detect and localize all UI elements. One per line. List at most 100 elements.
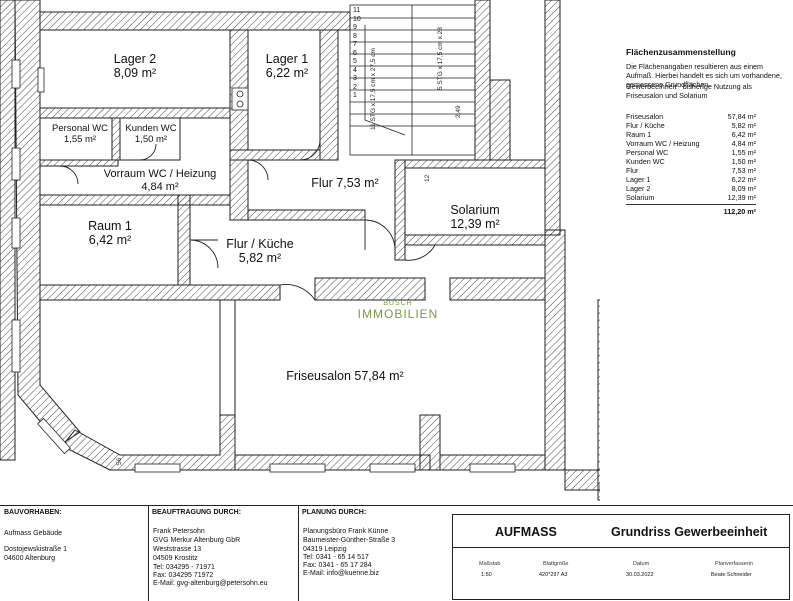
summary-note: Die Flächenangaben resultieren aus einem… bbox=[626, 62, 782, 89]
dimension-56: 56 bbox=[116, 457, 123, 465]
stair-dim-1: 2,49 bbox=[455, 105, 462, 118]
stair-number: 2 bbox=[353, 83, 357, 91]
row-value: 57,84 m² bbox=[727, 112, 756, 121]
beauftragung-line: Frank Petersohn bbox=[153, 528, 205, 535]
row-name: Lager 1 bbox=[626, 175, 651, 184]
row-value: 6,22 m² bbox=[731, 175, 756, 184]
bauvorhaben-heading: BAUVORHABEN: bbox=[4, 509, 62, 516]
summary-title: Flächenzusammenstellung bbox=[626, 47, 736, 57]
row-value: 4,84 m² bbox=[731, 139, 756, 148]
room-area: 6,42 m² bbox=[88, 233, 132, 248]
row-value: 7,53 m² bbox=[731, 166, 756, 175]
room-solarium: Solarium 12,39 m² bbox=[430, 203, 520, 232]
blatt-value: 420*297 A3 bbox=[539, 572, 568, 578]
row-value: 8,09 m² bbox=[731, 184, 756, 193]
room-name: Kunden WC bbox=[125, 123, 177, 134]
bauvorhaben-line: Aufmass Gebäude bbox=[4, 530, 62, 537]
room-name: Raum 1 bbox=[88, 219, 132, 233]
stair-number: 4 bbox=[353, 66, 357, 74]
room-flur-kueche: Flur / Küche 5,82 m² bbox=[210, 237, 310, 266]
beauftragung-line: Weststrasse 13 bbox=[153, 546, 202, 553]
room-name: Lager 2 bbox=[113, 52, 157, 66]
beauftragung-line: E-Mail: gvg-altenburg@petersohn.eu bbox=[153, 580, 268, 587]
summary-row: Personal WC 1,55 m² bbox=[626, 148, 756, 157]
room-name: Vorraum WC / Heizung bbox=[103, 168, 217, 180]
room-area: 8,09 m² bbox=[113, 66, 157, 81]
row-name: Lager 2 bbox=[626, 184, 651, 193]
massstab-heading: Maßstab bbox=[479, 561, 501, 567]
room-raum1: Raum 1 6,42 m² bbox=[75, 219, 145, 248]
planung-heading: PLANUNG DURCH: bbox=[302, 509, 367, 516]
room-personal-wc: Personal WC 1,55 m² bbox=[44, 123, 116, 146]
stair-number: 9 bbox=[353, 24, 357, 31]
beauftragung-heading: BEAUFTRAGUNG DURCH: bbox=[152, 509, 242, 516]
stair-label-left: 11 STG x 17,5 cm x 27,5 cm bbox=[370, 48, 377, 130]
bauvorhaben-line: 04600 Altenburg bbox=[4, 555, 55, 562]
room-name: Solarium bbox=[450, 203, 500, 217]
row-value: 12,39 m² bbox=[727, 193, 756, 202]
plan-value: Beate Schneider bbox=[711, 572, 752, 578]
row-value: 1,50 m² bbox=[731, 157, 756, 166]
stair-number: 11 bbox=[353, 7, 361, 14]
beauftragung-line: Fax: 034295 71972 bbox=[153, 572, 214, 579]
summary-row: Kunden WC 1,50 m² bbox=[626, 157, 756, 166]
area-summary: Flächenzusammenstellung Die Flächenangab… bbox=[600, 0, 793, 505]
summary-row: Solarium 12,39 m² bbox=[626, 193, 756, 202]
room-vorraum: Vorraum WC / Heizung 4,84 m² bbox=[95, 168, 225, 193]
stamp-divider bbox=[453, 547, 789, 548]
massstab-value: 1:50 bbox=[481, 572, 492, 578]
stair-number: 7 bbox=[353, 41, 357, 48]
stamp-title: Grundriss Gewerbeeinheit bbox=[611, 525, 768, 539]
drawing-stamp: AUFMASS Grundriss Gewerbeeinheit Maßstab… bbox=[452, 514, 790, 600]
summary-subtitle: Gewerbeeinheit - bisherige Nutzung als F… bbox=[626, 82, 752, 100]
bauvorhaben-line: Dostojewskistraße 1 bbox=[4, 546, 68, 553]
row-name: Personal WC bbox=[626, 148, 669, 157]
beauftragung-line: 04509 Krostitz bbox=[153, 555, 198, 562]
stair-label-right: 5 STG x 17,5 cm x 28 bbox=[437, 27, 444, 90]
planung-line: Tel: 0341 - 65 14 517 bbox=[303, 554, 369, 561]
summary-row: Lager 1 6,22 m² bbox=[626, 175, 756, 184]
stair-number: 8 bbox=[353, 32, 357, 40]
room-name: Lager 1 bbox=[265, 52, 309, 66]
room-lager1: Lager 1 6,22 m² bbox=[252, 52, 322, 81]
row-name: Solarium bbox=[626, 193, 655, 202]
stair-number: 1 bbox=[353, 92, 357, 99]
watermark-bottom: IMMOBILIEN bbox=[357, 307, 439, 322]
room-name: Flur / Küche bbox=[226, 237, 294, 251]
stair-numbers: 11 10 9 8 7 6 5 4 3 2 1 bbox=[353, 7, 361, 101]
row-value: 5,82 m² bbox=[731, 121, 756, 130]
room-flur: Flur 7,53 m² bbox=[311, 176, 379, 190]
planung-line: Planungsbüro Frank Künne bbox=[303, 528, 389, 535]
beauftragung-block: BEAUFTRAGUNG DURCH: Frank Petersohn GVG … bbox=[148, 506, 299, 601]
planung-line: Baumeister-Günther-Straße 3 bbox=[303, 537, 396, 544]
stair-number: 5 bbox=[353, 58, 357, 65]
staircase bbox=[349, 4, 476, 156]
room-name: Personal WC bbox=[52, 123, 108, 134]
stamp-aufmass: AUFMASS bbox=[495, 525, 557, 539]
room-area: 12,39 m² bbox=[450, 217, 500, 232]
row-value: 6,42 m² bbox=[731, 130, 756, 139]
summary-row: Lager 2 8,09 m² bbox=[626, 184, 756, 193]
watermark-top: BUSCH bbox=[383, 300, 413, 307]
summary-row: Flur / Küche 5,82 m² bbox=[626, 121, 756, 130]
room-friseusalon: Friseusalon 57,84 m² bbox=[286, 369, 404, 383]
datum-heading: Datum bbox=[633, 561, 650, 567]
stair-number: 3 bbox=[353, 75, 357, 82]
floor-plan: BUSCH IMMOBILIEN Lager 2 8,09 m² Lager 1… bbox=[0, 0, 661, 501]
room-area: 5,82 m² bbox=[238, 251, 282, 266]
floor-plan-drawing bbox=[0, 0, 661, 501]
row-name: Raum 1 bbox=[626, 130, 652, 139]
room-area: 6,22 m² bbox=[265, 66, 309, 81]
room-lager2: Lager 2 8,09 m² bbox=[95, 52, 175, 81]
summary-row: Raum 1 6,42 m² bbox=[626, 130, 756, 139]
row-name: Friseusalon bbox=[626, 112, 664, 121]
row-name: Flur / Küche bbox=[626, 121, 665, 130]
room-kunden-wc: Kunden WC 1,50 m² bbox=[118, 123, 184, 146]
room-area: 1,55 m² bbox=[63, 133, 97, 145]
watermark-logo: BUSCH IMMOBILIEN bbox=[350, 300, 446, 322]
row-value: 1,55 m² bbox=[731, 148, 756, 157]
beauftragung-line: Tel: 034295 - 71971 bbox=[153, 564, 215, 571]
row-name: Kunden WC bbox=[626, 157, 665, 166]
